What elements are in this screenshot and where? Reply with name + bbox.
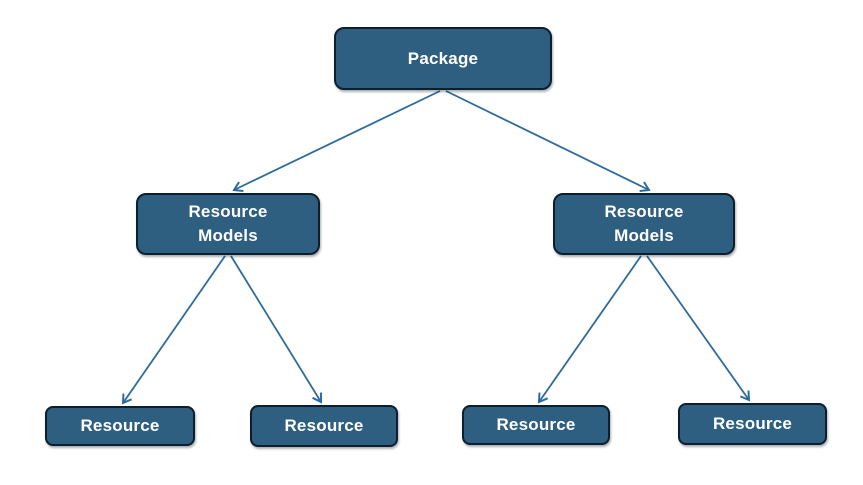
edge-left-resource-models-to-resource-1 xyxy=(121,255,226,405)
node-resource-3-label: Resource xyxy=(496,415,576,435)
node-resource-3: Resource xyxy=(462,405,610,445)
node-package-label: Package xyxy=(407,48,479,68)
edge-left-resource-models-to-resource-2 xyxy=(230,255,323,404)
node-resource-4: Resource xyxy=(678,403,827,445)
node-resource-models-left: Resource Models xyxy=(136,193,320,255)
node-resource-1-label: Resource xyxy=(80,416,160,436)
edge-right-resource-models-to-resource-4 xyxy=(646,255,751,402)
edge-package-to-left-resource-models xyxy=(232,90,441,193)
edge-right-resource-models-to-resource-3 xyxy=(537,255,642,404)
node-resource-2: Resource xyxy=(250,405,398,447)
node-resource-models-left-label: Resource Models xyxy=(188,202,268,245)
node-resource-1: Resource xyxy=(45,406,195,446)
node-resource-models-right: Resource Models xyxy=(553,193,735,255)
node-package: Package xyxy=(334,27,552,90)
node-resource-2-label: Resource xyxy=(284,416,364,436)
node-resource-4-label: Resource xyxy=(712,414,793,434)
edge-package-to-right-resource-models xyxy=(445,90,651,192)
node-resource-models-right-label: Resource Models xyxy=(604,202,684,245)
